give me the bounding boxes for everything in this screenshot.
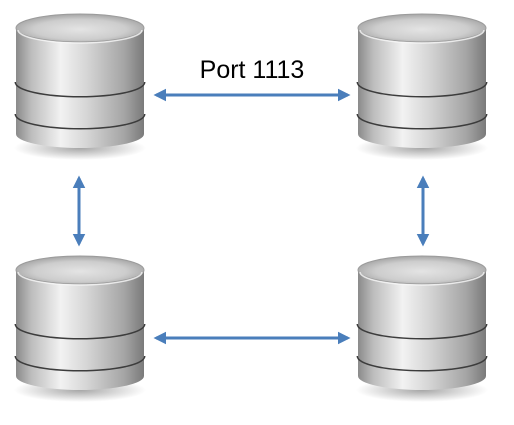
database-icon <box>12 254 148 404</box>
database-server-top-right <box>354 12 490 162</box>
database-icon <box>12 12 148 162</box>
database-icon <box>354 12 490 162</box>
database-server-bottom-right <box>354 254 490 404</box>
port-label: Port 1113 <box>200 56 305 84</box>
database-icon <box>354 254 490 404</box>
database-server-top-left <box>12 12 148 162</box>
database-server-bottom-left <box>12 254 148 404</box>
